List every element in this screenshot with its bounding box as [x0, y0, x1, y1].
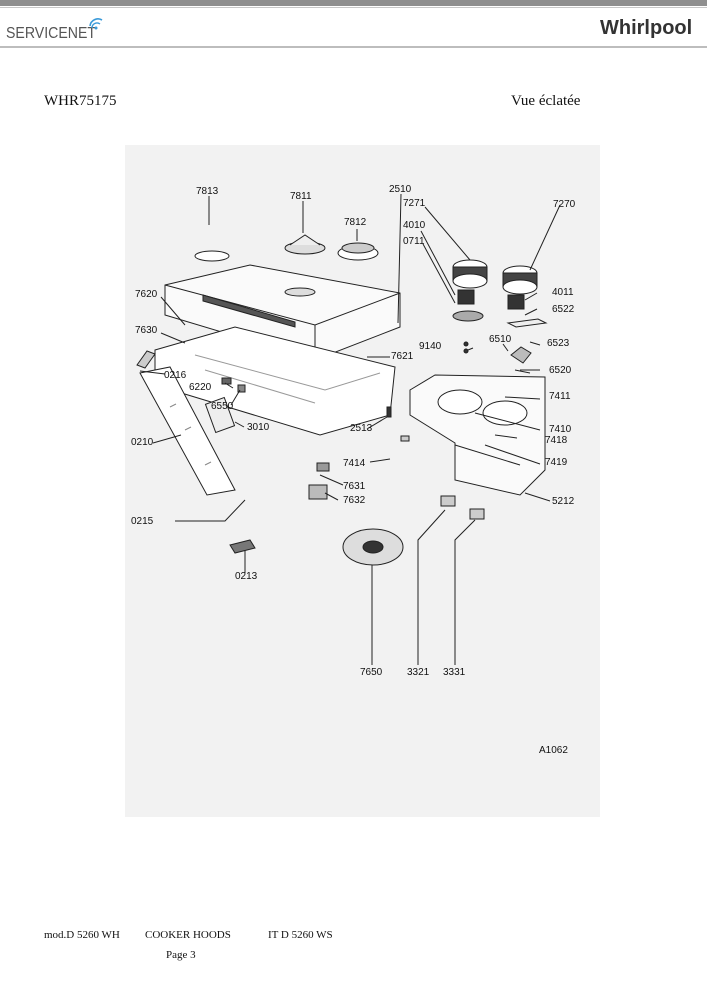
- header-top-bar: [0, 0, 707, 6]
- part-label: 7621: [391, 351, 414, 362]
- part-label: 0210: [131, 437, 154, 448]
- part-label: 4011: [552, 287, 574, 298]
- header-rule: [0, 46, 707, 48]
- whirlpool-logo-text: Whirlpool: [600, 17, 692, 39]
- part-label: 7419: [545, 457, 568, 468]
- part-label: 0711: [403, 236, 425, 247]
- part-label: 6523: [547, 338, 570, 349]
- servicenet-logo: SERVICENET: [6, 14, 116, 49]
- part-label: 6522: [552, 304, 575, 315]
- part-label: 7411: [549, 391, 571, 402]
- footer-line: mod.D 5260 WH COOKER HOODS IT D 5260 WS: [44, 929, 333, 977]
- part-label: 0213: [235, 571, 258, 582]
- part-label: 6520: [549, 365, 572, 376]
- filter-7813-shape: [194, 250, 230, 262]
- part-label: 3010: [247, 422, 270, 433]
- part-label: 0215: [131, 516, 154, 527]
- part-label: 4010: [403, 220, 426, 231]
- part-label: 7811: [290, 191, 312, 202]
- view-title: Vue éclatée: [511, 93, 581, 109]
- part-label: 7630: [135, 325, 158, 336]
- part-label: 7632: [343, 495, 366, 506]
- part-label: 7418: [545, 435, 568, 446]
- part-label: 2513: [350, 423, 373, 434]
- part-label: 7414: [343, 458, 366, 469]
- part-label: 3331: [443, 667, 466, 678]
- part-label: 3321: [407, 667, 430, 678]
- part-label: 2510: [389, 184, 412, 195]
- part-label: 9140: [419, 341, 442, 352]
- footer-category: COOKER HOODS: [145, 929, 231, 941]
- whirlpool-logo: Whirlpool: [600, 12, 695, 47]
- part-label: 7620: [135, 289, 158, 300]
- part-label: 7812: [344, 217, 367, 228]
- page-number: Page 3: [166, 949, 196, 961]
- header-top-line: [0, 7, 707, 8]
- servicenet-logo-text: SERVICENET: [6, 25, 96, 42]
- part-label: 7813: [196, 186, 219, 197]
- diagram-reference: A1062: [539, 745, 568, 756]
- footer-mod: mod.D 5260 WH: [44, 929, 120, 941]
- part-label: 6510: [489, 334, 512, 345]
- part-label: 6220: [189, 382, 212, 393]
- glass-panel-shape: [139, 366, 236, 496]
- part-label: 7271: [403, 198, 426, 209]
- part-label: 7631: [343, 481, 366, 492]
- part-label: 7270: [553, 199, 576, 210]
- part-label: 5212: [552, 496, 575, 507]
- part-label: 7410: [549, 424, 572, 435]
- model-number: WHR75175: [44, 93, 117, 109]
- part-label: 0216: [164, 370, 187, 381]
- footer-code: IT D 5260 WS: [268, 929, 333, 941]
- fan-housing-shape: [409, 374, 546, 496]
- hood-body-shape: [164, 264, 401, 361]
- part-label: 7650: [360, 667, 383, 678]
- part-label: 6550: [211, 401, 234, 412]
- exploded-view-diagram: 7813 7811 7812 2510 7271 4010 0711 7270 …: [125, 145, 600, 817]
